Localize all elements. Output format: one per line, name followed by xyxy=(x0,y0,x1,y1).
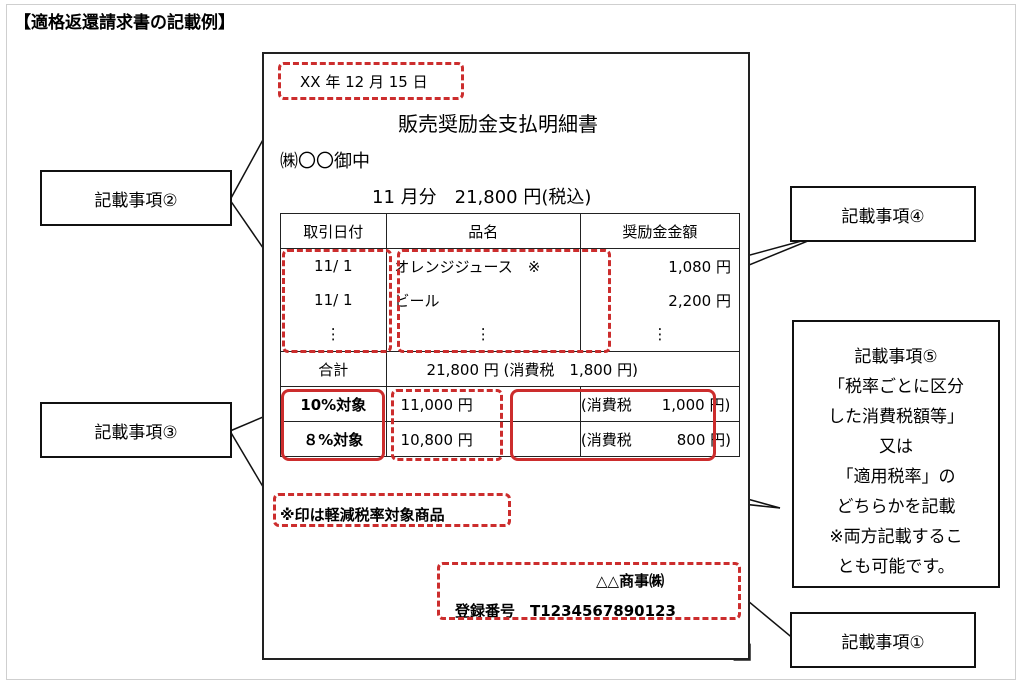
table-total-row: 合計 21,800 円 (消費税 1,800 円) xyxy=(280,351,741,387)
row-item: オレンジジュース ※ xyxy=(385,248,581,283)
invoice-title: 販売奨励金支払明細書 xyxy=(398,112,598,136)
leader-item1-registration xyxy=(741,595,796,641)
highlight-rate-amounts xyxy=(391,389,503,461)
row-date: ⋮ xyxy=(280,317,387,352)
row-date: 11/ 1 xyxy=(280,283,387,317)
table-row: 11/ 1 ビール 2,200 円 xyxy=(280,283,741,317)
callout5-line: どちらかを記載 xyxy=(836,497,956,517)
highlight-rate-taxes xyxy=(510,389,716,461)
highlight-item-names xyxy=(397,249,611,353)
table-row: 11/ 1 オレンジジュース ※ 1,080 円 xyxy=(280,248,741,283)
invoice-date: XX 年 12 月 15 日 xyxy=(300,73,428,91)
callout-item4: 記載事項④ xyxy=(790,186,976,242)
callout-item2: 記載事項② xyxy=(40,170,232,226)
registration-number: 登録番号 T1234567890123 xyxy=(455,602,676,620)
figure-heading: 【適格返還請求書の記載例】 xyxy=(14,13,235,33)
callout5-line: とも可能です。 xyxy=(837,557,955,577)
callout5-line: 又は xyxy=(879,437,913,457)
invoice-period-total: 11 月分 21,800 円(税込) xyxy=(372,187,592,208)
invoice-table: 取引日付 品名 奨励金金額 11/ 1 オレンジジュース ※ 1,080 円 1… xyxy=(280,213,741,457)
total-value: 21,800 円 (消費税 1,800 円) xyxy=(385,351,741,387)
header-amount: 奨励金金額 xyxy=(579,213,741,249)
callout5-line: した消費税額等」 xyxy=(828,407,964,427)
callout-item5: 記載事項⑤ 「税率ごとに区分 した消費税額等」 又は 「適用税率」の どちらかを… xyxy=(792,320,1000,588)
row-item: ⋮ xyxy=(385,317,581,352)
row-amount: 2,200 円 xyxy=(579,283,741,317)
highlight-note xyxy=(273,493,511,527)
callout5-line: 「税率ごとに区分 xyxy=(828,377,964,397)
header-date: 取引日付 xyxy=(280,213,387,249)
highlight-rate-labels xyxy=(281,389,385,461)
issuer-name: △△商事㈱ xyxy=(596,572,665,590)
highlight-registration xyxy=(437,562,741,620)
table-header-row: 取引日付 品名 奨励金金額 xyxy=(280,213,741,249)
highlight-date xyxy=(278,62,464,100)
callout5-line: ※両方記載するこ xyxy=(829,527,963,547)
row-item: ビール xyxy=(385,283,581,317)
rate-label: ８%対象 xyxy=(280,421,387,457)
table-row: ⋮ ⋮ ⋮ xyxy=(280,317,741,352)
callout-item3: 記載事項③ xyxy=(40,402,232,458)
invoice-note: ※印は軽減税率対象商品 xyxy=(280,506,445,524)
callout-item1: 記載事項① xyxy=(790,612,976,668)
highlight-transaction-dates xyxy=(282,249,392,353)
row-amount: 1,080 円 xyxy=(579,248,741,283)
callout5-line: 記載事項⑤ xyxy=(854,347,938,367)
invoice-addressee: ㈱〇〇御中 xyxy=(280,151,370,172)
callout5-line: 「適用税率」の xyxy=(836,467,956,487)
total-label: 合計 xyxy=(280,351,387,387)
rate-amount: 10,800 円 xyxy=(385,421,581,457)
rate-amount: 11,000 円 xyxy=(385,386,581,422)
rate-label: 10%対象 xyxy=(280,386,387,422)
figure-frame xyxy=(6,4,1016,680)
header-item: 品名 xyxy=(385,213,581,249)
